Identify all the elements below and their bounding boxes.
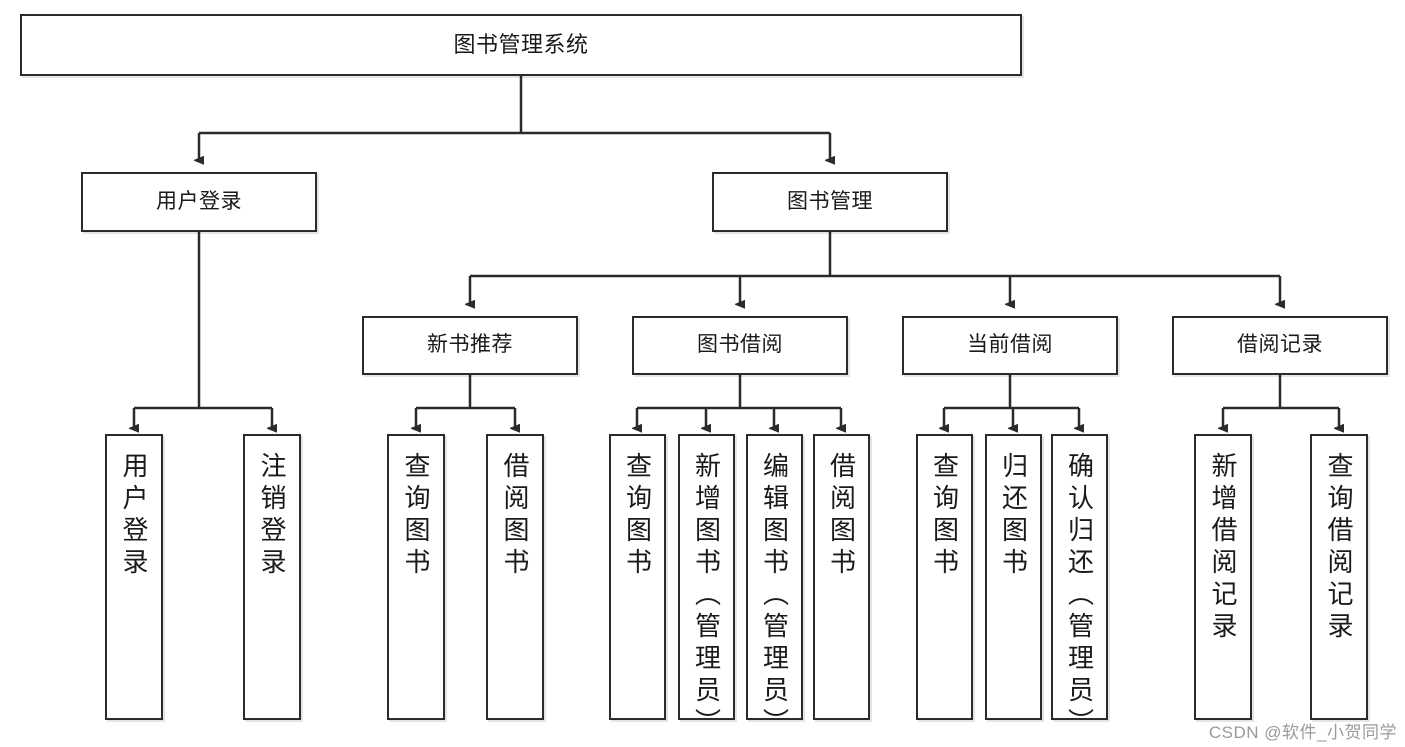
- node-borrow-record[interactable]: 借阅记录: [1172, 316, 1388, 375]
- node-label: 新增借阅记录: [1208, 452, 1238, 644]
- node-label: 图书借阅: [697, 333, 783, 357]
- node-label: 查询图书: [401, 452, 431, 580]
- node-label: 借阅记录: [1237, 333, 1323, 357]
- node-label: 编辑图书（管理员）: [759, 452, 790, 740]
- leaf-user-login-login[interactable]: 用户登录: [105, 434, 163, 720]
- node-label: 确认归还（管理员）: [1064, 452, 1095, 740]
- node-book-management[interactable]: 图书管理: [712, 172, 948, 232]
- node-new-book-recommend[interactable]: 新书推荐: [362, 316, 578, 375]
- leaf-borrow-query-book[interactable]: 查询图书: [609, 434, 666, 720]
- watermark-text: CSDN @软件_小贺同学: [1208, 723, 1397, 742]
- leaf-current-return-book[interactable]: 归还图书: [985, 434, 1042, 720]
- leaf-borrow-edit-book-admin[interactable]: 编辑图书（管理员）: [746, 434, 803, 740]
- node-user-login[interactable]: 用户登录: [81, 172, 317, 232]
- node-book-borrow[interactable]: 图书借阅: [632, 316, 848, 375]
- leaf-record-add-record[interactable]: 新增借阅记录: [1194, 434, 1252, 720]
- leaf-current-confirm-return-admin[interactable]: 确认归还（管理员）: [1051, 434, 1108, 740]
- leaf-new-book-borrow[interactable]: 借阅图书: [486, 434, 544, 720]
- leaf-user-login-logout[interactable]: 注销登录: [243, 434, 301, 720]
- node-current-borrow[interactable]: 当前借阅: [902, 316, 1118, 375]
- leaf-borrow-borrow-book[interactable]: 借阅图书: [813, 434, 870, 720]
- leaf-record-query-record[interactable]: 查询借阅记录: [1310, 434, 1368, 720]
- node-label: 新增图书（管理员）: [691, 452, 722, 740]
- node-label: 注销登录: [257, 452, 287, 580]
- node-label: 用户登录: [156, 189, 242, 213]
- node-label: 用户登录: [119, 452, 149, 580]
- leaf-borrow-add-book-admin[interactable]: 新增图书（管理员）: [678, 434, 735, 740]
- node-label: 新书推荐: [427, 333, 513, 357]
- node-label: 借阅图书: [500, 452, 530, 580]
- node-label: 图书管理: [787, 189, 873, 213]
- node-label: 图书管理系统: [453, 32, 589, 58]
- node-label: 归还图书: [998, 452, 1029, 580]
- node-label: 查询图书: [929, 452, 960, 580]
- node-label: 查询借阅记录: [1324, 452, 1354, 644]
- node-label: 查询图书: [622, 452, 653, 580]
- node-label: 当前借阅: [967, 333, 1053, 357]
- node-root-system[interactable]: 图书管理系统: [20, 14, 1022, 76]
- leaf-new-book-query[interactable]: 查询图书: [387, 434, 445, 720]
- leaf-current-query-book[interactable]: 查询图书: [916, 434, 973, 720]
- node-label: 借阅图书: [826, 452, 857, 580]
